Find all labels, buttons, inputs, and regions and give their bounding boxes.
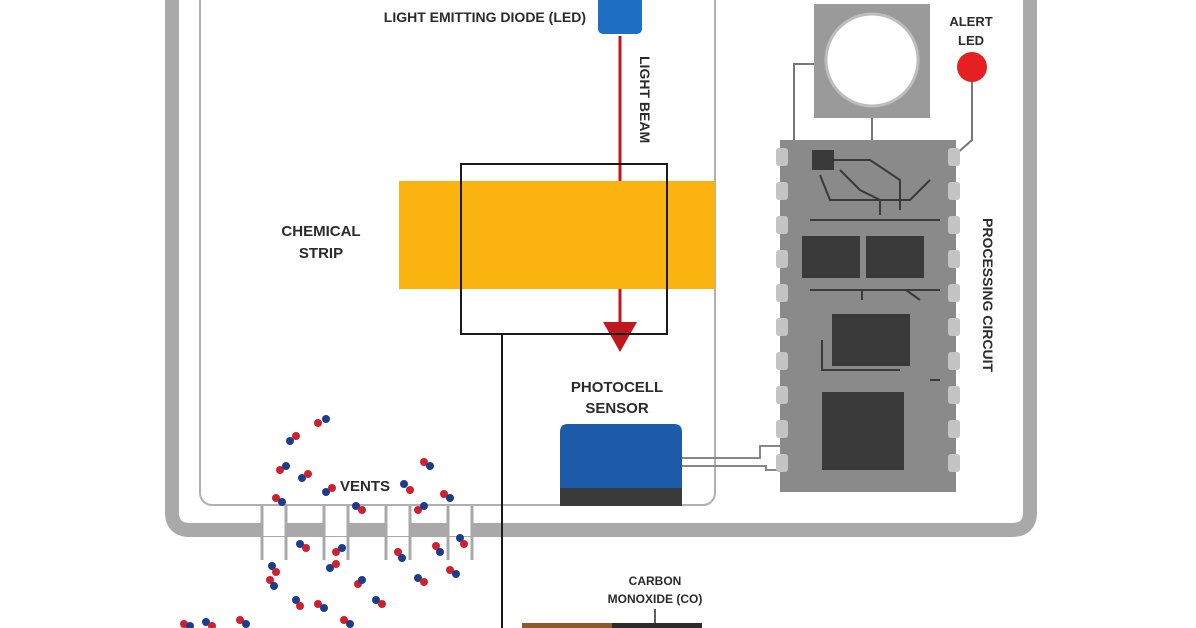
memory-chip-left: [802, 236, 860, 278]
photocell-label-line2: SENSOR: [585, 400, 649, 417]
detector-housing: [165, 0, 1037, 537]
alert-led-label-line2: LED: [958, 33, 984, 48]
vents-label: VENTS: [340, 478, 390, 495]
chemical-strip-label-line2: STRIP: [299, 245, 343, 262]
light-beam-label: LIGHT BEAM: [637, 56, 653, 143]
photocell-label-line1: PHOTOCELL: [571, 379, 663, 396]
photocell-sensor: [560, 424, 682, 506]
co-label-line1: CARBON: [629, 574, 682, 588]
buzzer-speaker: [814, 4, 930, 118]
small-chip: [812, 150, 834, 170]
sensor-wires: [682, 445, 780, 471]
vent-openings: [260, 506, 474, 560]
processor-chip: [822, 392, 904, 470]
alert-led: [957, 52, 987, 82]
alert-led-label-line1: ALERT: [949, 14, 992, 29]
controller-chip: [832, 314, 910, 366]
alert-led-wire: [954, 82, 973, 156]
processing-circuit-board: [776, 140, 960, 492]
circuit-traces: [810, 159, 940, 381]
led-component: [598, 0, 642, 34]
co-molecules: [180, 415, 468, 628]
co-label-line2: MONOXIDE (CO): [608, 592, 703, 606]
co-legend-molecule: [522, 623, 702, 628]
strip-holder-frame: [460, 163, 668, 335]
processing-circuit-label: PROCESSING CIRCUIT: [980, 218, 996, 372]
chemical-strip-label-line1: CHEMICAL: [281, 223, 360, 240]
chemical-strip: [399, 181, 715, 289]
light-beam-arrowhead: [603, 322, 637, 352]
led-label: LIGHT EMITTING DIODE (LED): [384, 9, 586, 25]
memory-chip-right: [866, 236, 924, 278]
